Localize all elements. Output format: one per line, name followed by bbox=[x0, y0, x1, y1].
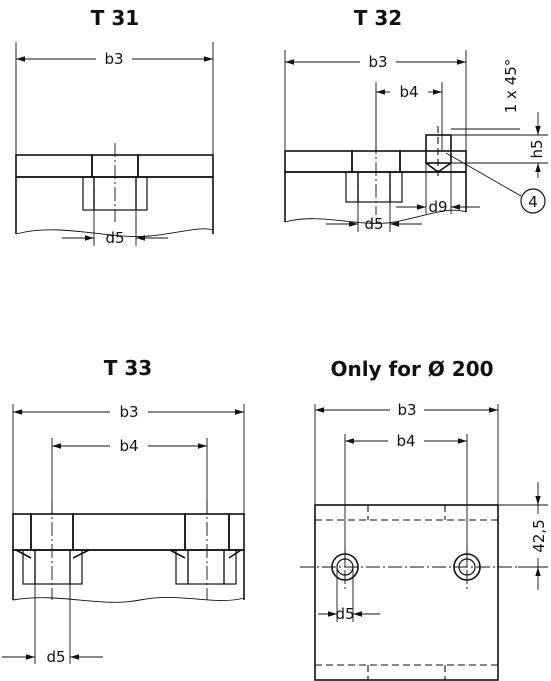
dimension-d9-label: d9 bbox=[428, 198, 447, 216]
dimension-b4-label: b4 bbox=[399, 83, 418, 101]
dimension-d5-label: d5 bbox=[105, 229, 124, 247]
dimension-d5-label: d5 bbox=[335, 605, 354, 623]
view-title-t31: T 31 bbox=[91, 6, 139, 30]
dimension-b3-label: b3 bbox=[104, 50, 123, 68]
view-t32: T 32 b3 b4 bbox=[284, 6, 548, 233]
view-d200: Only for Ø 200 b3 b4 bbox=[300, 357, 548, 681]
dimension-h5-label: h5 bbox=[528, 139, 546, 158]
dimension-d5-label: d5 bbox=[46, 648, 65, 666]
callout-number: 4 bbox=[528, 193, 538, 211]
dimension-b4-label: b4 bbox=[396, 432, 415, 450]
view-t33: T 33 b3 b4 bbox=[2, 356, 245, 666]
dimension-b3-label: b3 bbox=[119, 403, 138, 421]
view-title-t32: T 32 bbox=[354, 6, 402, 30]
view-title-t33: T 33 bbox=[104, 356, 152, 380]
chamfer-label: 1 x 45° bbox=[502, 59, 520, 114]
callout-bubble bbox=[520, 188, 546, 214]
dimension-b4-label: b4 bbox=[119, 437, 138, 455]
dimension-42-5-label: 42,5 bbox=[530, 519, 548, 552]
view-t31: T 31 b3 d5 bbox=[15, 6, 214, 247]
view-title-d200: Only for Ø 200 bbox=[330, 357, 493, 381]
dimension-b3-label: b3 bbox=[368, 53, 387, 71]
dimension-b3-label: b3 bbox=[397, 401, 416, 419]
dimension-d5-label: d5 bbox=[364, 215, 383, 233]
